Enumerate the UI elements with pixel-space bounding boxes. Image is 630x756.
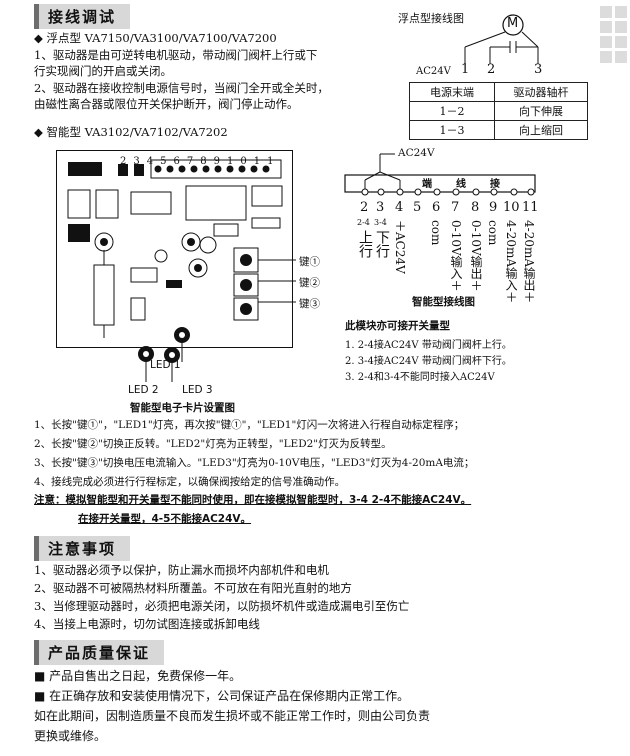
table-row: 1－3 向上缩回 <box>409 120 588 140</box>
group-label: 接 <box>490 179 500 190</box>
float-type-heading: ◆ 浮点型 VA7150/VA3100/VA7100/VA7200 <box>34 31 277 45</box>
instruction-item: 3、长按"键③"切换电压电流输入。"LED3"灯亮为0-10V电压，"LED3"… <box>34 457 475 469</box>
warranty-item: ■ 在正确存放和安装使用情况下，公司保证产品在保修期内正常工作。 <box>34 689 410 703</box>
float-terminal-2: 2 <box>487 62 496 77</box>
smart-terminal: 10 <box>503 200 520 215</box>
pcb-number: 11 <box>253 156 281 167</box>
note-item: 2、驱动器不可被隔热材料所覆盖。不可放在有阳光直射的地方 <box>34 581 352 595</box>
float-wiring-table: 电源末端 驱动器轴杆 1－2 向下伸展 1－3 向上缩回 <box>409 82 588 140</box>
led-3-label: LED 3 <box>182 384 213 396</box>
float-wiring-schematic <box>464 14 539 64</box>
table-cell: 向下伸展 <box>494 101 588 121</box>
pcb-number: 8 <box>200 156 214 167</box>
smart-terminal: 6 <box>432 200 441 215</box>
switch-note-item: 1. 2-4接AC24V 带动阀门阀杆上行。 <box>345 340 512 351</box>
pcb-top-numbers: 234567891011 <box>120 156 280 167</box>
warranty-item: 更换或维修。 <box>34 729 107 743</box>
smart-diagram-caption: 智能型接线图 <box>412 296 475 308</box>
instruction-item: 1、长按"键①"，"LED1"灯亮，再次按"键①"，"LED1"灯闪一次将进入行… <box>34 419 465 431</box>
terminal-10-label: 4-20mA输入＋ <box>504 220 518 304</box>
pcb-number: 5 <box>160 156 174 167</box>
terminal-9-label: com <box>486 220 500 246</box>
key-1-label: 键① <box>299 256 320 268</box>
pcb-number: 9 <box>213 156 227 167</box>
led-2-label: LED 2 <box>128 384 159 396</box>
table-row: 1－2 向下伸展 <box>409 101 588 121</box>
note-item: 4、当接上电源时，切勿试图连接或拆卸电线 <box>34 617 260 631</box>
warranty-item: ■ 产品自售出之日起，免费保修一年。 <box>34 669 242 683</box>
float-item: 由磁性离合器或限位开关保护断开，阀门停止动作。 <box>34 97 299 111</box>
float-diagram-title: 浮点型接线图 <box>398 12 464 25</box>
smart-terminal: 7 <box>451 200 460 215</box>
terminal-4-label: ＋AC24V <box>393 220 407 274</box>
table-header-cell: 电源末端 <box>409 82 495 102</box>
warning-line-2: 在接开关量型，4-5不能接AC24V。 <box>78 513 252 525</box>
motor-symbol-label: M <box>507 16 519 31</box>
smart-terminal: 5 <box>413 200 422 215</box>
down-label: 下行 <box>374 230 390 258</box>
smart-terminal: 4 <box>395 200 404 215</box>
section-title-warranty: 产品质量保证 <box>34 640 165 665</box>
note-item: 3、当修理驱动器时，必须把电源关闭，以防损坏机件或造成漏电引至伤亡 <box>34 599 410 613</box>
pcb-number: 10 <box>227 156 254 167</box>
short-label-2-4: 2-4 <box>357 218 370 227</box>
smart-terminal: 2 <box>360 200 369 215</box>
table-header-cell: 驱动器轴杆 <box>494 82 588 102</box>
switch-note-item: 2. 3-4接AC24V 带动阀门阀杆下行。 <box>345 356 512 367</box>
terminal-11-label: 4-20mA输出＋ <box>522 220 536 304</box>
table-cell: 1－3 <box>409 120 495 140</box>
float-ac-label: AC24V <box>416 66 451 77</box>
key-2-label: 键② <box>299 277 320 289</box>
smart-type-heading: ◆ 智能型 VA3102/VA7102/VA7202 <box>34 125 228 139</box>
short-label-3-4: 3-4 <box>374 218 387 227</box>
float-terminal-3: 3 <box>534 62 543 77</box>
led-1-label: LED 1 <box>150 359 181 371</box>
key-3-label: 键③ <box>299 298 320 310</box>
instruction-item: 4、接线完成必须进行行程标定，以确保阀按给定的信号准确动作。 <box>34 476 346 488</box>
warning-line-1: 注意：模拟智能型和开关量型不能同时使用，即在接模拟智能型时，3-4 2-4不能接… <box>34 494 472 506</box>
float-item: 1、驱动器是由可逆转电机驱动，带动阀门阀杆上行或下 <box>34 48 318 62</box>
smart-ac-label: AC24V <box>398 147 435 159</box>
smart-wiring-schematic <box>344 153 536 196</box>
table-cell: 1－2 <box>409 101 495 121</box>
float-item: 行实现阀门的开启或关闭。 <box>34 64 172 78</box>
pcb-number: 6 <box>173 156 187 167</box>
instruction-list: 1、长按"键①"，"LED1"灯亮，再次按"键①"，"LED1"灯闪一次将进入行… <box>34 416 474 492</box>
float-item: 2、驱动器在接收控制电源信号时，当阀门全开或全关时， <box>34 81 329 95</box>
smart-terminal: 3 <box>376 200 385 215</box>
note-item: 1、驱动器必须予以保护，防止漏水而损坏内部机件和电机 <box>34 563 329 577</box>
up-label: 上行 <box>357 230 373 258</box>
pcb-number: 2 <box>120 156 134 167</box>
group-label: 端 <box>422 179 432 190</box>
switch-note-item: 3. 2-4和3-4不能同时接入AC24V <box>345 372 495 383</box>
terminal-7-label: 0-10V输入＋ <box>449 220 463 292</box>
table-cell: 向上缩回 <box>494 120 588 140</box>
float-terminal-1: 1 <box>461 62 470 77</box>
terminal-6-label: com <box>429 220 443 246</box>
pcb-number: 4 <box>146 156 161 167</box>
section-title-wiring: 接线调试 <box>34 4 131 29</box>
warranty-item: 如在此期间，因制造质量不良而发生损坏或不能正常工作时，则由公司负责 <box>34 709 431 723</box>
instruction-item: 2、长按"键②"切换正反转。"LED2"灯亮为正转型，"LED2"灯灭为反转型。 <box>34 438 392 450</box>
smart-terminal: 8 <box>471 200 480 215</box>
section-title-notes: 注意事项 <box>34 536 131 561</box>
pcb-number: 7 <box>186 156 201 167</box>
terminal-8-label: 0-10V输出＋ <box>469 220 483 292</box>
smart-terminal: 9 <box>489 200 498 215</box>
switch-note-title: 此模块亦可接开关量型 <box>345 320 450 332</box>
pcb-components <box>67 159 296 382</box>
group-label: 线 <box>456 179 466 190</box>
pcb-number: 3 <box>133 156 147 167</box>
smart-terminal: 11 <box>522 200 539 215</box>
pcb-caption: 智能型电子卡片设置图 <box>130 402 235 414</box>
